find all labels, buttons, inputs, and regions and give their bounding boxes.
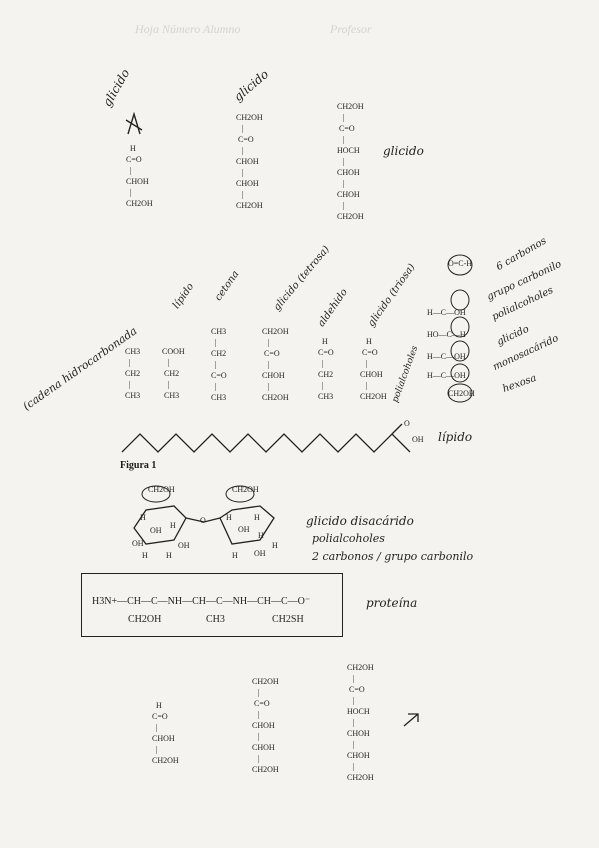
left-ring-label-5: H	[166, 551, 172, 560]
annotation-glicido-left: glicido	[99, 66, 133, 109]
disaccharide-note-3: 2 carbonos / grupo carbonilo	[312, 550, 474, 563]
peptide-sub-2: CH3	[206, 614, 225, 625]
right-ring-label-6: H	[272, 541, 278, 550]
annotation-polialcoholes: polialcoholes	[390, 344, 421, 404]
arrow-right-icon	[403, 713, 419, 727]
hexose-row-1: H—C—OH	[427, 308, 466, 317]
hexose-note-4: glicido	[495, 323, 531, 348]
fatty-acid-chain	[121, 423, 411, 453]
left-ring-label-1: OH	[150, 526, 162, 535]
arrow-up-icon	[125, 111, 143, 135]
right-ring-label-5: OH	[254, 549, 266, 558]
header-shadow-right: Profesor	[330, 22, 372, 36]
molecule-row1-1: H C=O | CHOH | CH2OH	[126, 144, 153, 208]
fatty-acid-oh: OH	[412, 435, 424, 444]
left-ring-label-2: H	[170, 521, 176, 530]
annotation-glicido-top: glicido	[231, 67, 272, 104]
molecule-row2-6: H C=O | CHOH | CH2OH	[360, 337, 387, 401]
peptide-sub-1: CH2OH	[128, 614, 162, 625]
molecule-row2-3: CH3 | CH2 | C=O | CH3	[211, 327, 227, 402]
hexose-top: O=C-H	[448, 259, 473, 268]
annotation-glicido-right: glicido	[383, 144, 424, 158]
molecule-row2-5: H C=O | CH2 | CH3	[318, 337, 334, 401]
molecule-row2-1: CH3 | CH2 | CH3	[125, 347, 141, 400]
fatty-acid-o: O	[404, 419, 410, 428]
annotation-tetrosa: glicido (tetrosa)	[271, 243, 332, 313]
disaccharide-rings	[133, 485, 275, 545]
annotation-proteina: proteína	[366, 596, 418, 610]
disaccharide-note-1: glicido disacárido	[306, 514, 414, 528]
header-shadow-left: Hoja Número Alumno	[135, 22, 241, 36]
annotation-triosa: glicido (triosa)	[365, 261, 418, 329]
left-ring-label-0: H	[140, 513, 146, 522]
molecule-row3-3: CH2OH | C=O | HOCH | CHOH | CHOH | CH2OH	[347, 663, 374, 782]
left-ring-label-3: OH	[132, 539, 144, 548]
right-ring-label-1: H	[254, 513, 260, 522]
annotation-cetona: cetona	[212, 268, 242, 303]
hexose-row-2: HO—C—H	[427, 330, 466, 339]
hexose-bottom: CH2OH	[448, 389, 475, 398]
right-ring-label-3: H	[258, 531, 264, 540]
peptide-formula: H3N+—CH—C—NH—CH—C—NH—CH—C—O⁻	[92, 596, 311, 607]
annotation-hydrocarbon-chain: (cadena hidrocarbonada	[20, 324, 140, 413]
o-link: O	[200, 516, 206, 525]
molecule-row1-2: CH2OH | C=O | CHOH | CHOH | CH2OH	[236, 113, 263, 210]
left-ring-label-6: OH	[178, 541, 190, 550]
right-ring-label-2: OH	[238, 525, 250, 534]
disaccharide-note-2: polialcoholes	[312, 532, 385, 545]
peptide-sub-3: CH2SH	[272, 614, 304, 625]
hexose-row-4: H—C—OH	[427, 371, 466, 380]
molecule-row3-2: CH2OH | C=O | CHOH | CHOH | CH2OH	[252, 677, 279, 774]
left-ring-top: CH2OH	[148, 485, 175, 494]
hexose-carbon-circles	[447, 254, 473, 403]
molecule-row1-3: CH2OH | C=O | HOCH | CHOH | CHOH | CH2OH	[337, 102, 364, 221]
hexose-note-6: hexosa	[501, 372, 539, 395]
figure-label: Figura 1	[120, 460, 157, 471]
molecule-row2-2: COOH | CH2 | CH3	[162, 347, 185, 400]
annotation-aldehido: aldehido	[315, 287, 350, 329]
right-ring-label-4: H	[232, 551, 238, 560]
annotation-lipido: lípido	[170, 281, 197, 311]
right-ring-top: CH2OH	[232, 485, 259, 494]
right-ring-label-0: H	[226, 513, 232, 522]
molecule-row3-1: H C=O | CHOH | CH2OH	[152, 701, 179, 765]
molecule-row2-4: CH2OH | C=O | CHOH | CH2OH	[262, 327, 289, 402]
annotation-lipido-fatty: lípido	[438, 430, 473, 444]
peptide-box	[81, 573, 343, 637]
hexose-row-3: H—C—OH	[427, 352, 466, 361]
left-ring-label-4: H	[142, 551, 148, 560]
